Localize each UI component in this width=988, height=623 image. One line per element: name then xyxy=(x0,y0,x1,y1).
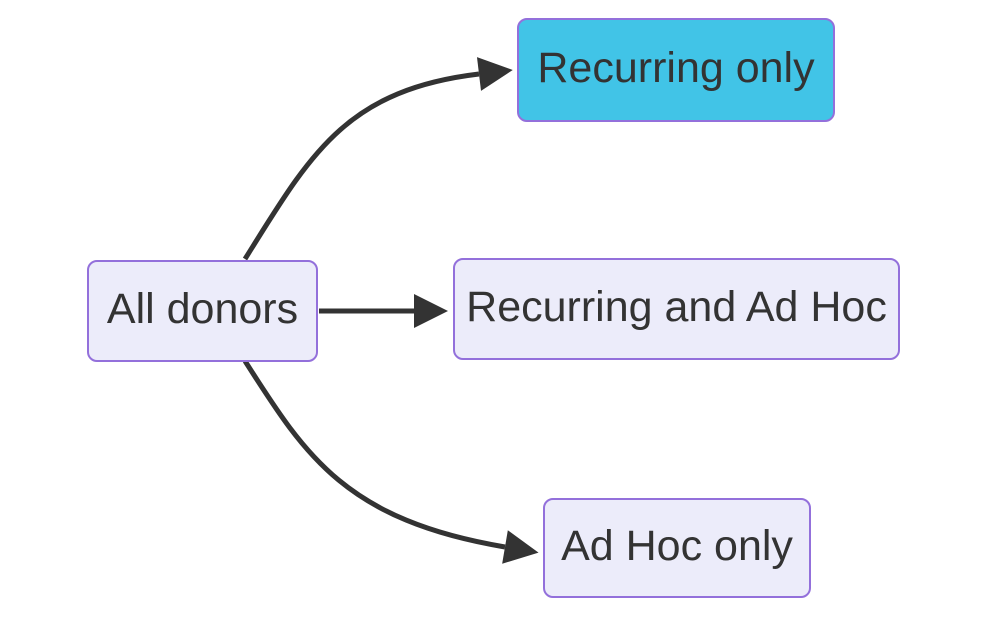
edge-all-donors-to-recurring-only xyxy=(242,57,513,261)
node-recurring-and-ad-hoc-label: Recurring and Ad Hoc xyxy=(466,282,887,331)
node-all-donors: All donors xyxy=(87,260,318,362)
node-recurring-and-ad-hoc: Recurring and Ad Hoc xyxy=(453,258,900,360)
node-recurring-only: Recurring only xyxy=(517,18,835,122)
node-ad-hoc-only-label: Ad Hoc only xyxy=(561,521,793,570)
edge-all-donors-to-ad-hoc-only xyxy=(242,359,539,564)
node-ad-hoc-only: Ad Hoc only xyxy=(543,498,811,598)
node-all-donors-label: All donors xyxy=(106,284,299,333)
node-recurring-only-label: Recurring only xyxy=(537,43,815,92)
